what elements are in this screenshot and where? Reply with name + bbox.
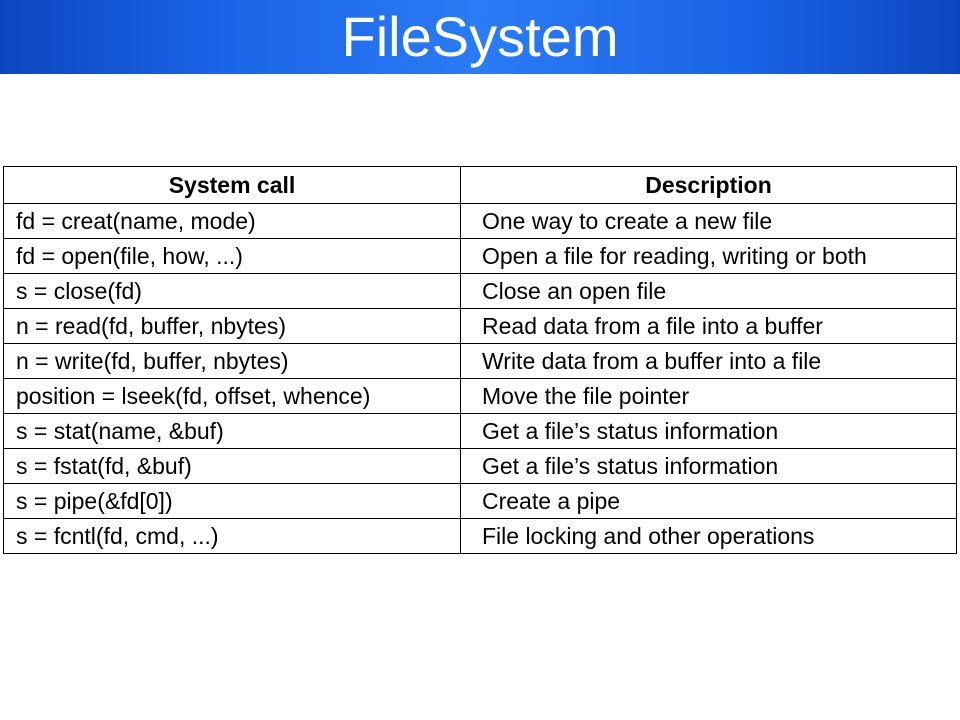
- table-row: fd = creat(name, mode) One way to create…: [3, 203, 957, 239]
- table-row: fd = open(file, how, ...) Open a file fo…: [3, 238, 957, 274]
- system-call-cell: n = read(fd, buffer, nbytes): [3, 308, 461, 344]
- system-call-cell: s = fcntl(fd, cmd, ...): [3, 518, 461, 554]
- system-calls-table: System call Description fd = creat(name,…: [3, 166, 957, 554]
- description-cell: Get a file’s status information: [460, 448, 957, 484]
- header-description: Description: [460, 166, 957, 204]
- description-cell: Create a pipe: [460, 483, 957, 519]
- header-system-call: System call: [3, 166, 461, 204]
- system-call-cell: n = write(fd, buffer, nbytes): [3, 343, 461, 379]
- table-row: s = fstat(fd, &buf) Get a file’s status …: [3, 448, 957, 484]
- system-call-cell: s = close(fd): [3, 273, 461, 309]
- system-call-cell: fd = open(file, how, ...): [3, 238, 461, 274]
- table-header-row: System call Description: [3, 166, 957, 204]
- table-row: s = fcntl(fd, cmd, ...) File locking and…: [3, 518, 957, 554]
- table-row: n = write(fd, buffer, nbytes) Write data…: [3, 343, 957, 379]
- table-row: s = pipe(&fd[0]) Create a pipe: [3, 483, 957, 519]
- table-row: s = close(fd) Close an open file: [3, 273, 957, 309]
- description-cell: One way to create a new file: [460, 203, 957, 239]
- description-cell: Close an open file: [460, 273, 957, 309]
- description-cell: Move the file pointer: [460, 378, 957, 414]
- table-row: s = stat(name, &buf) Get a file’s status…: [3, 413, 957, 449]
- slide-title: FileSystem: [341, 5, 619, 68]
- system-call-cell: s = pipe(&fd[0]): [3, 483, 461, 519]
- description-cell: File locking and other operations: [460, 518, 957, 554]
- system-call-cell: s = fstat(fd, &buf): [3, 448, 461, 484]
- description-cell: Write data from a buffer into a file: [460, 343, 957, 379]
- system-call-cell: s = stat(name, &buf): [3, 413, 461, 449]
- description-cell: Read data from a file into a buffer: [460, 308, 957, 344]
- description-cell: Open a file for reading, writing or both: [460, 238, 957, 274]
- system-call-cell: position = lseek(fd, offset, whence): [3, 378, 461, 414]
- description-cell: Get a file’s status information: [460, 413, 957, 449]
- system-call-cell: fd = creat(name, mode): [3, 203, 461, 239]
- table-row: n = read(fd, buffer, nbytes) Read data f…: [3, 308, 957, 344]
- table-row: position = lseek(fd, offset, whence) Mov…: [3, 378, 957, 414]
- title-bar: FileSystem: [0, 0, 960, 74]
